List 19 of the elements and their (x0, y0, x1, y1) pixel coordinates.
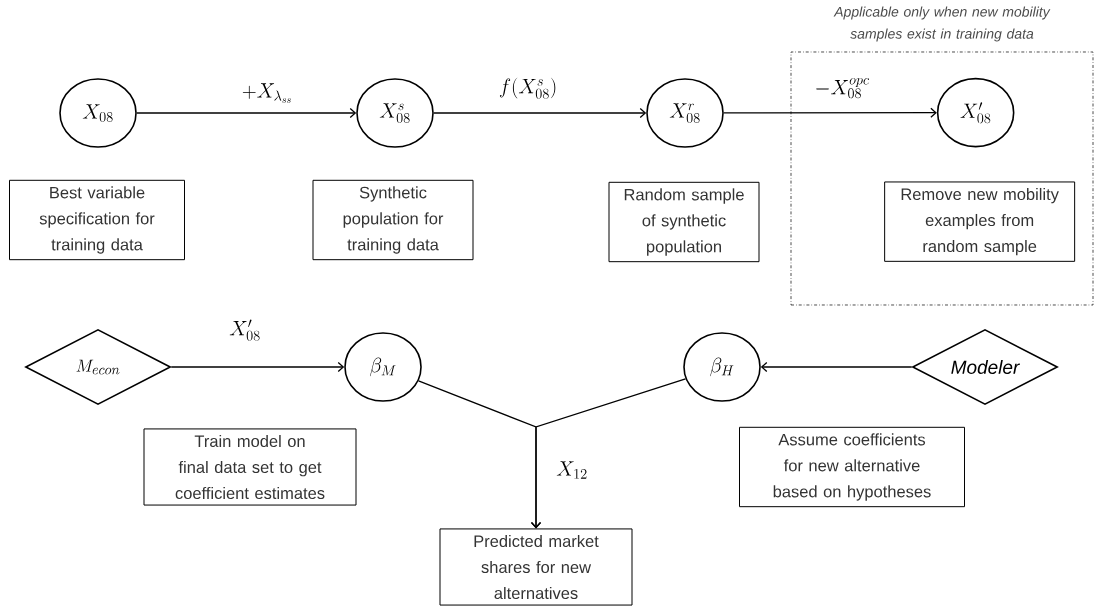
arrow (760, 361, 913, 373)
arrow (136, 107, 357, 119)
edge-label: $-X^{opc}_{08}$ (813, 77, 871, 99)
edge-label: $f(X^{s}_{08})$ (497, 76, 559, 100)
edge-label: $X'_{08}$ (228, 318, 262, 342)
arrow (530, 378, 687, 529)
description-box: Train model on final data set to get coefficient estimates (143, 428, 357, 506)
edge-label: $X_{12}$ (555, 460, 589, 480)
description-box: Predicted market shares for new alternatives (439, 528, 633, 606)
arrow (170, 361, 345, 373)
description-box: Remove new mobility examples from random sample (884, 181, 1076, 262)
description-box: Synthetic population for training data (312, 179, 474, 261)
description-box: Random sample of synthetic population (608, 181, 760, 263)
description-box: Assume coefficients for new alternative based on hypotheses (739, 426, 965, 508)
description-box: Best variable specification for training data (9, 179, 185, 261)
arrow (723, 107, 937, 118)
region-heading: Applicable only when new mobility samples exist in training data (833, 6, 1051, 42)
edge-label: $+X_{\lambda_{ss}}$ (240, 82, 294, 104)
arrow (433, 107, 647, 119)
